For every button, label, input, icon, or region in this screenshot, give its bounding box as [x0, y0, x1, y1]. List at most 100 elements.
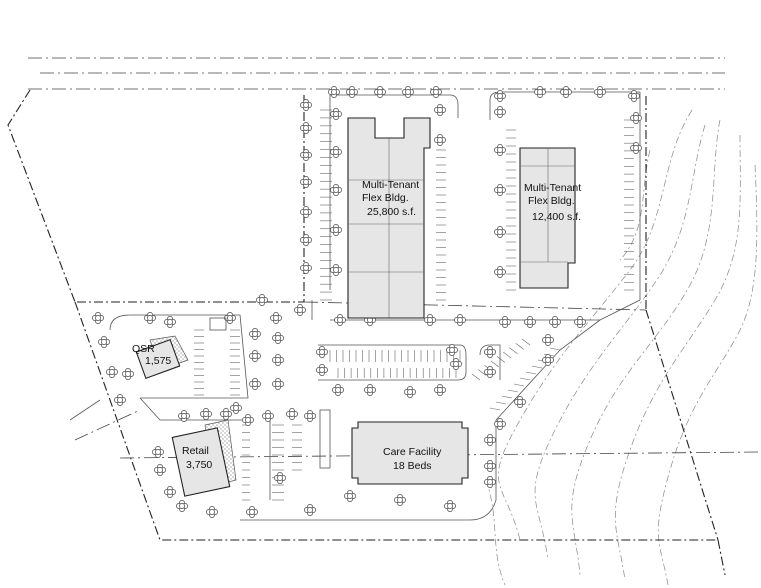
tree-icon: [176, 500, 188, 512]
tree-icon: [434, 104, 446, 116]
flex-small-label-line2: Flex Bldg.: [528, 195, 575, 207]
tree-icon: [404, 386, 416, 398]
tree-icon: [300, 234, 312, 246]
tree-icon: [272, 332, 284, 344]
care-facility-name: Care Facility: [383, 446, 442, 458]
tree-icon: [344, 490, 356, 502]
tree-icon: [122, 368, 134, 380]
tree-icon: [152, 446, 164, 458]
retail-name: Retail: [182, 445, 209, 457]
tree-icon: [106, 366, 118, 378]
tree-icon: [542, 354, 554, 366]
tree-icon: [300, 149, 312, 161]
qsr-building: QSR 1,575: [132, 335, 189, 380]
tree-icon: [514, 396, 526, 408]
tree-icon: [484, 346, 496, 358]
tree-icon: [144, 312, 156, 324]
tree-icon: [484, 460, 496, 472]
tree-icon: [524, 316, 536, 328]
tree-icon: [304, 410, 316, 422]
tree-icon: [220, 408, 232, 420]
tree-icon: [300, 122, 312, 134]
tree-icon: [114, 394, 126, 406]
tree-icon: [454, 314, 466, 326]
flex-building-large: Multi-Tenant Flex Bldg. 25,800 s.f.: [347, 117, 431, 319]
tree-icon: [230, 402, 242, 414]
tree-icon: [262, 410, 274, 422]
tree-icon: [574, 316, 586, 328]
tree-icon: [242, 414, 254, 426]
dumpster-pads: [209, 317, 331, 469]
tree-icon: [330, 108, 342, 120]
tree-icon: [394, 494, 406, 506]
tree-icon: [330, 264, 342, 276]
tree-icon: [154, 464, 166, 476]
tree-icon: [300, 176, 312, 188]
care-facility-beds: 18 Beds: [393, 460, 432, 472]
tree-icon: [494, 144, 506, 156]
tree-icon: [294, 304, 306, 316]
tree-icon: [300, 206, 312, 218]
tree-icon: [630, 142, 642, 154]
tree-icon: [430, 86, 442, 98]
tree-icon: [328, 86, 340, 98]
tree-icon: [560, 86, 572, 98]
tree-icon: [330, 146, 342, 158]
tree-icon: [272, 378, 284, 390]
tree-icon: [206, 506, 218, 518]
parking-areas: [69, 91, 641, 521]
tree-icon: [178, 410, 190, 422]
contour-lines: [485, 109, 758, 586]
tree-icon: [224, 312, 236, 324]
tree-icon: [364, 384, 376, 396]
tree-icon: [334, 314, 346, 326]
tree-icon: [274, 472, 286, 484]
tree-icon: [249, 378, 261, 390]
tree-icon: [494, 106, 506, 118]
retail-area: 3,750: [186, 459, 212, 471]
flex-large-label-line2: Flex Bldg.: [362, 192, 409, 204]
tree-icon: [484, 434, 496, 446]
tree-icon: [270, 312, 282, 324]
tree-icon: [424, 314, 436, 326]
tree-icon: [98, 336, 110, 348]
flex-building-small: Multi-Tenant Flex Bldg. 12,400 s.f.: [519, 147, 581, 289]
landscape-trees: [92, 86, 642, 518]
qsr-area: 1,575: [145, 355, 171, 367]
flex-small-label-line1: Multi-Tenant: [524, 182, 581, 194]
flex-large-area: 25,800 s.f.: [367, 206, 416, 218]
tree-icon: [332, 384, 344, 396]
tree-icon: [374, 86, 386, 98]
flex-small-area: 12,400 s.f.: [532, 211, 581, 223]
tree-icon: [484, 476, 496, 488]
tree-icon: [330, 184, 342, 196]
tree-icon: [316, 364, 328, 376]
tree-icon: [200, 408, 212, 420]
tree-icon: [346, 86, 358, 98]
tree-icon: [330, 224, 342, 236]
tree-icon: [494, 266, 506, 278]
tree-icon: [300, 99, 312, 111]
tree-icon: [286, 408, 298, 420]
flex-large-label-line1: Multi-Tenant: [362, 179, 419, 191]
tree-icon: [272, 354, 284, 366]
retail-building: Retail 3,750: [171, 419, 237, 497]
tree-icon: [246, 506, 258, 518]
tree-icon: [549, 316, 561, 328]
tree-icon: [434, 134, 446, 146]
tree-icon: [494, 418, 506, 430]
tree-icon: [256, 294, 268, 306]
tree-icon: [304, 504, 316, 516]
tree-icon: [494, 184, 506, 196]
tree-icon: [484, 366, 496, 378]
tree-icon: [628, 90, 640, 102]
tree-icon: [316, 346, 328, 358]
care-facility-building: Care Facility 18 Beds: [351, 421, 469, 485]
tree-icon: [164, 316, 176, 328]
tree-icon: [494, 90, 506, 102]
tree-icon: [446, 344, 458, 356]
tree-icon: [499, 316, 511, 328]
tree-icon: [249, 328, 261, 340]
